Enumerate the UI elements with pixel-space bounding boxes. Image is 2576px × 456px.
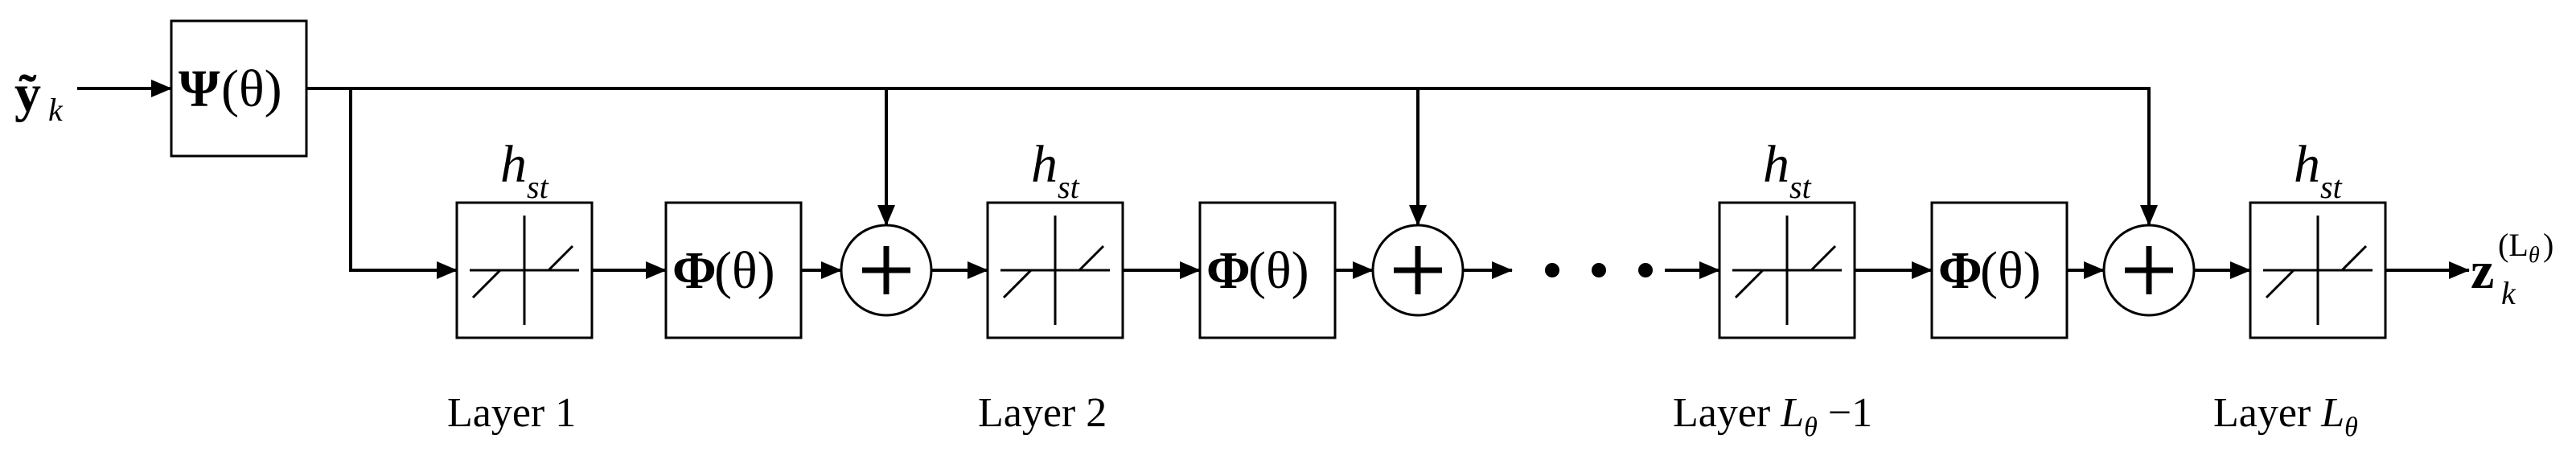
branch-to-layer1	[349, 88, 458, 279]
hst-label-4: h st	[2294, 135, 2343, 205]
psi-block: Ψ (θ)	[170, 19, 308, 158]
threshold-block-3	[1718, 201, 1856, 339]
threshold-block-2	[986, 201, 1124, 339]
layer-label-1: Layer 1	[447, 390, 576, 436]
hst-label-1: h st	[500, 135, 549, 205]
svg-text:z: z	[2471, 241, 2494, 300]
svg-text:Φ: Φ	[1206, 241, 1251, 300]
svg-text:Layer Lθ: Layer Lθ	[2213, 390, 2358, 442]
adder-2	[1371, 224, 1465, 317]
svg-text:Φ: Φ	[672, 241, 717, 300]
ellipsis	[1545, 263, 1653, 277]
svg-text:st: st	[2320, 169, 2343, 205]
svg-text:st: st	[527, 169, 549, 205]
svg-text:Layer 1: Layer 1	[447, 390, 576, 436]
svg-text:h: h	[2294, 135, 2320, 194]
svg-text:Layer Lθ −1: Layer Lθ −1	[1673, 390, 1872, 442]
svg-text:Φ: Φ	[1938, 241, 1982, 300]
svg-text:ỹ: ỹ	[14, 64, 41, 123]
svg-text:Ψ: Ψ	[179, 60, 220, 118]
layer-label-4: Layer Lθ	[2213, 390, 2358, 442]
phi-block-1: Φ (θ)	[664, 201, 803, 339]
hst-label-3: h st	[1763, 135, 1812, 205]
threshold-block-4	[2249, 201, 2387, 339]
output-label: z k (L θ )	[2471, 227, 2553, 311]
threshold-block-1	[455, 201, 594, 339]
svg-text:h: h	[500, 135, 527, 194]
svg-text:k: k	[2501, 275, 2516, 311]
svg-text:(θ): (θ)	[714, 241, 775, 300]
svg-text:h: h	[1031, 135, 1058, 194]
svg-text:h: h	[1763, 135, 1789, 194]
svg-text:(θ): (θ)	[1980, 241, 2041, 300]
phi-block-2: Φ (θ)	[1198, 201, 1337, 339]
layer-label-3: Layer Lθ −1	[1673, 390, 1872, 442]
svg-text:k: k	[48, 92, 64, 128]
svg-text:st: st	[1789, 169, 1812, 205]
svg-text:(L: (L	[2498, 227, 2529, 263]
svg-text:Layer 2: Layer 2	[978, 390, 1107, 436]
svg-text:θ: θ	[2529, 243, 2540, 268]
top-bus-line	[306, 87, 2158, 226]
hst-label-2: h st	[1031, 135, 1080, 205]
svg-text:(θ): (θ)	[1248, 241, 1309, 300]
svg-text:(θ): (θ)	[221, 60, 282, 118]
adder-1	[840, 224, 933, 317]
phi-block-3: Φ (θ)	[1930, 201, 2069, 339]
layer-label-2: Layer 2	[978, 390, 1107, 436]
svg-text:): )	[2543, 227, 2553, 263]
input-label: ỹ k	[14, 64, 64, 128]
adder-3	[2102, 224, 2196, 317]
svg-text:st: st	[1058, 169, 1080, 205]
